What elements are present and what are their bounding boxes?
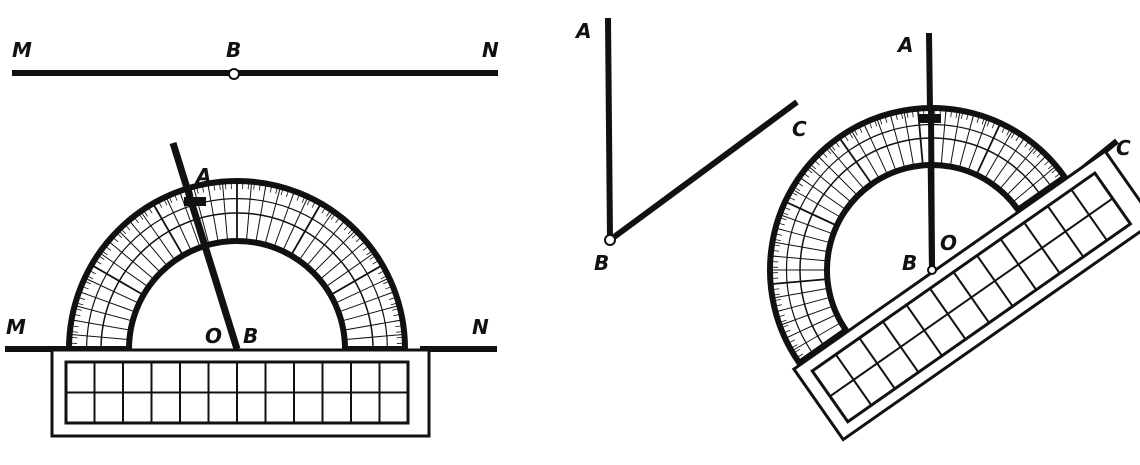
protractor-1 [65,178,409,352]
vertex-b-3 [604,234,616,246]
label-b-2: B [243,324,258,348]
point-b [228,68,240,80]
figure-protractor-rotated: A B O C [767,32,1140,442]
label-n: N [482,38,499,62]
indicator-mark-2 [919,114,941,123]
ray-ba-3 [605,17,613,241]
protractor-2-ruler [791,149,1140,442]
ray-ba-4-inner [928,109,935,271]
label-o-4: O [940,231,957,255]
indicator-mark [184,197,206,206]
label-c-3: C [792,117,807,141]
label-b-4: B [902,251,917,275]
protractor-2 [767,105,1069,368]
label-a-4: A [896,33,913,57]
label-m: M [12,38,32,62]
label-n-2: N [472,315,489,339]
label-a-3: A [574,19,591,43]
figure-line-mn: M B N [12,38,499,80]
label-b: B [226,38,241,62]
label-c-4: C [1116,136,1131,160]
label-o-2: O [205,324,222,348]
ray-bc-3 [608,99,799,243]
figure-protractor-straight: M N A O B [5,141,497,438]
label-a-2: A [194,164,211,188]
label-b-3: B [594,251,609,275]
vertex-b-4 [927,265,937,275]
protractor-1-ruler [50,348,431,438]
ray-ba [169,141,241,351]
label-m-2: M [6,315,26,339]
figure-angle-abc: A B C [574,17,807,275]
